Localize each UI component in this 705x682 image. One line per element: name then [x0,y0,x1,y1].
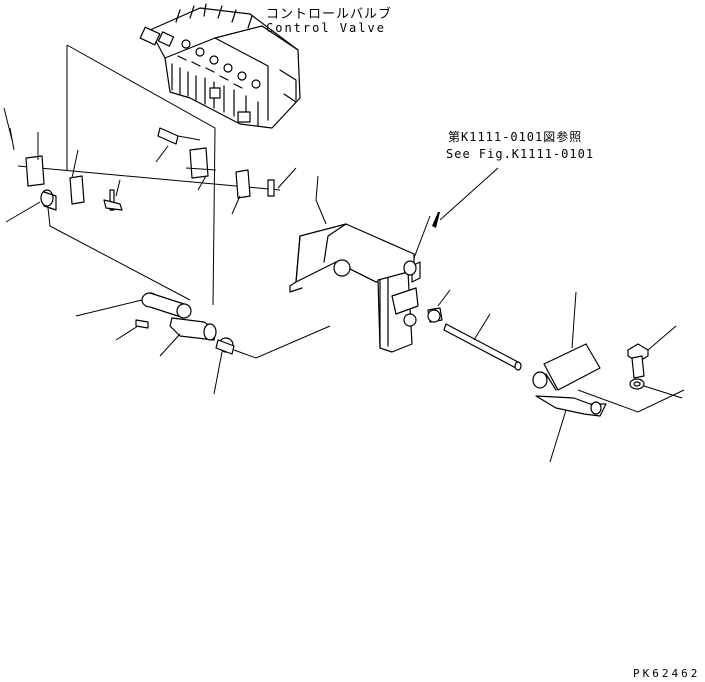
drawing-code: PK62462 [633,667,701,680]
fig-ref-label-en: See Fig.K1111-0101 [446,147,595,161]
shaft [427,289,522,371]
control-valve-label-jp: コントロールバルブ [266,7,393,22]
control-valve-label-en: Control Valve [266,21,386,35]
leader-fig-ref [439,167,499,221]
middle-plate-group [155,127,297,215]
pedal [532,291,685,463]
bolt-washer [627,325,683,399]
control-valve [139,3,301,129]
bracket [289,175,421,353]
leader-to-pivot [47,207,191,301]
left-plate-group [3,107,281,223]
fig-ref-label-jp: 第K1111-0101図参照 [448,130,583,144]
leader-valve-frame [66,44,216,306]
pivot-linkage [75,292,331,395]
